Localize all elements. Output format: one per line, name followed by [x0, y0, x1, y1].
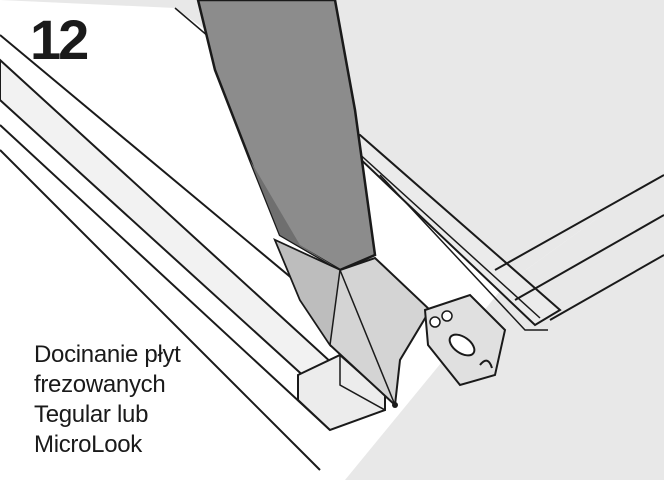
- step-number: 12: [30, 8, 89, 71]
- caption-line: MicroLook: [34, 431, 143, 458]
- cross-rail-upper: [494, 174, 664, 271]
- knife-blade-face: [273, 238, 341, 348]
- grid-rail-edge-line: [354, 149, 541, 319]
- tegular-edge-line-2: [0, 124, 331, 431]
- blade-tip: [392, 402, 398, 408]
- knife-blade-edge: [339, 269, 396, 406]
- caption-line: Docinanie płyt: [34, 341, 181, 368]
- caption-line: frezowanych: [34, 371, 166, 398]
- panel-top-surface: [0, 0, 664, 285]
- clip-hole-1: [429, 316, 441, 328]
- cross-rail-lower: [549, 254, 664, 321]
- caption: Docinanie płyt frezowanych Tegular lub M…: [34, 340, 181, 460]
- clip-hole-2: [441, 310, 453, 322]
- cross-rail-middle: [514, 214, 664, 301]
- panel-right-surface: [345, 170, 664, 480]
- grid-rail-lower-edge: [379, 174, 548, 331]
- cut-step-line: [339, 355, 386, 411]
- clip-hook: [479, 359, 493, 369]
- tegular-edge-line-3: [0, 149, 321, 471]
- clip-slot: [448, 333, 476, 357]
- caption-line: Tegular lub: [34, 401, 149, 428]
